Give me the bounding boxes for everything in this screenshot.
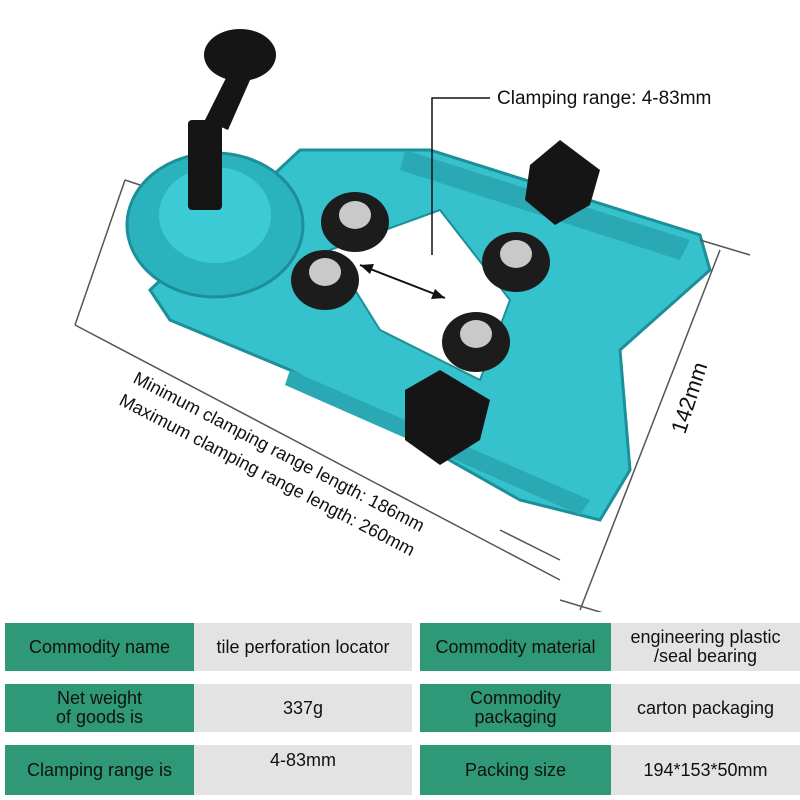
bearing xyxy=(442,312,510,372)
bearing xyxy=(291,250,359,310)
packing-size-value: 194*153*50mm xyxy=(611,745,800,795)
bearing xyxy=(321,192,389,252)
commodity-name-label: Commodity name xyxy=(5,623,194,671)
suction-handle xyxy=(188,29,276,210)
commodity-packaging-label: Commodity packaging xyxy=(420,684,611,732)
commodity-name-value: tile perforation locator xyxy=(194,623,412,671)
bearing xyxy=(482,232,550,292)
tightening-knob xyxy=(405,370,490,465)
tightening-knob xyxy=(525,140,600,225)
tile-locator-tool xyxy=(125,29,712,522)
net-weight-label: Net weight of goods is xyxy=(5,684,194,732)
clamping-range-label: Clamping range is xyxy=(5,745,194,795)
dimension-lines xyxy=(74,97,751,612)
commodity-material-label: Commodity material xyxy=(420,623,611,671)
clamping-range-annotation: Clamping range: 4-83mm xyxy=(497,88,711,109)
net-weight-value: 337g xyxy=(194,684,412,732)
spec-table: Commodity name tile perforation locator … xyxy=(0,612,800,800)
product-illustration: Clamping range: 4-83mm 142mm Minimum cla… xyxy=(74,29,751,612)
packing-size-label: Packing size xyxy=(420,745,611,795)
commodity-material-value: engineering plastic /seal bearing xyxy=(611,623,800,671)
commodity-packaging-value: carton packaging xyxy=(611,684,800,732)
clamping-range-value: 4-83mm xyxy=(194,745,412,795)
